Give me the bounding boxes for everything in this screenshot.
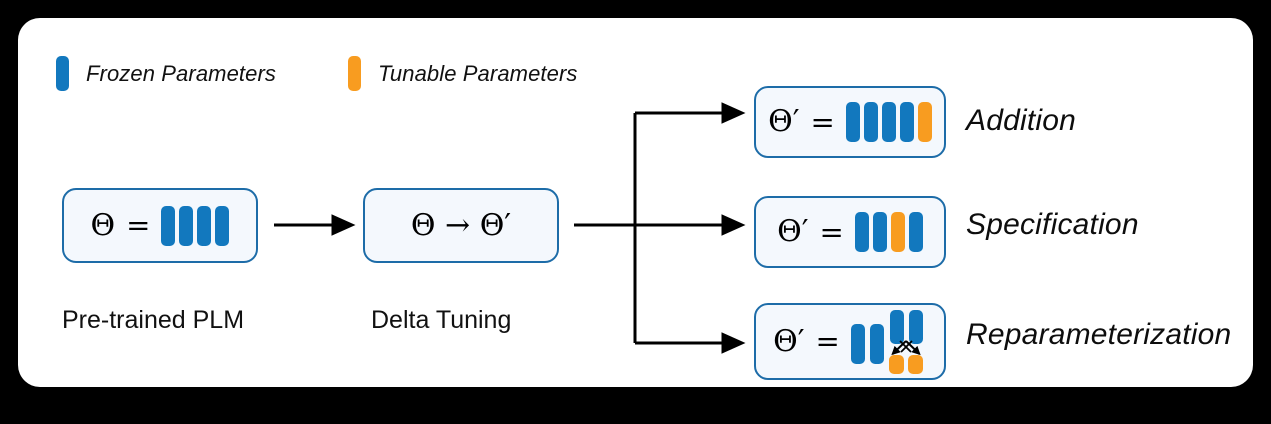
method-label-reparameterization: Reparameterization bbox=[966, 318, 1232, 351]
parameter-bar-frozen bbox=[215, 205, 230, 246]
equals-symbol: = bbox=[126, 208, 151, 242]
legend-item-tunable: Tunable Parameters bbox=[348, 56, 578, 91]
legend-swatch-tunable-icon bbox=[348, 56, 361, 91]
legend-label-tunable: Tunable Parameters bbox=[378, 60, 578, 86]
delta-tuning-box: Θ → Θ′ bbox=[363, 188, 559, 263]
parameter-bar-frozen bbox=[850, 323, 865, 364]
pretrained-plm-equation: Θ = bbox=[90, 205, 230, 246]
parameter-bar-frozen bbox=[908, 212, 923, 252]
equals-symbol: = bbox=[815, 324, 840, 358]
figure-canvas: Frozen Parameters Tunable Parameters Θ =… bbox=[18, 18, 1253, 387]
specification-parameter-bars bbox=[854, 212, 923, 252]
reparameterization-box: Θ′ = bbox=[754, 303, 946, 380]
addition-box: Θ′ = bbox=[754, 86, 946, 158]
parameter-bar-frozen bbox=[889, 309, 904, 344]
plm-parameter-bars bbox=[161, 205, 230, 246]
equals-symbol: = bbox=[819, 214, 844, 249]
theta-prime-symbol: Θ′ bbox=[777, 214, 809, 249]
parameter-bar-frozen bbox=[881, 102, 896, 142]
reparameterization-parameter-bars bbox=[850, 309, 927, 375]
reparameterization-equation: Θ′ = bbox=[773, 309, 927, 375]
legend-item-frozen: Frozen Parameters bbox=[56, 56, 276, 91]
method-label-addition: Addition bbox=[966, 104, 1077, 137]
parameter-bar-frozen bbox=[908, 309, 923, 344]
parameter-bar-tunable bbox=[890, 212, 905, 252]
specification-equation: Θ′ = bbox=[777, 212, 923, 252]
addition-equation: Θ′ = bbox=[768, 102, 932, 142]
theta-to-theta-prime-symbol: Θ → Θ′ bbox=[410, 207, 512, 243]
delta-tuning-equation: Θ → Θ′ bbox=[410, 207, 512, 243]
parameter-bar-frozen bbox=[872, 212, 887, 252]
parameter-bar-frozen bbox=[845, 102, 860, 142]
figure-panel: Frozen Parameters Tunable Parameters Θ =… bbox=[18, 18, 1253, 387]
parameter-bar-tunable-lowrank bbox=[888, 354, 904, 374]
theta-prime-symbol: Θ′ bbox=[768, 104, 800, 139]
parameter-bar-tunable-lowrank bbox=[907, 354, 923, 374]
parameter-bar-frozen bbox=[197, 205, 212, 246]
parameter-bar-frozen bbox=[161, 205, 176, 246]
equals-symbol: = bbox=[810, 104, 835, 139]
pretrained-plm-caption: Pre-trained PLM bbox=[62, 306, 245, 334]
parameter-bar-frozen bbox=[899, 102, 914, 142]
legend-swatch-frozen-icon bbox=[56, 56, 69, 91]
addition-parameter-bars bbox=[845, 102, 932, 142]
theta-symbol: Θ bbox=[90, 207, 116, 243]
parameter-bar-frozen bbox=[179, 205, 194, 246]
specification-box: Θ′ = bbox=[754, 196, 946, 268]
parameter-bar-frozen bbox=[863, 102, 878, 142]
method-label-specification: Specification bbox=[966, 208, 1139, 241]
legend-label-frozen: Frozen Parameters bbox=[86, 60, 276, 86]
theta-prime-symbol: Θ′ bbox=[773, 323, 805, 359]
parameter-bar-tunable bbox=[917, 102, 932, 142]
parameter-bar-frozen bbox=[869, 323, 884, 364]
parameter-bar-frozen bbox=[854, 212, 869, 252]
pretrained-plm-box: Θ = bbox=[62, 188, 258, 263]
low-rank-decomposition-arrows-icon bbox=[891, 339, 921, 355]
delta-tuning-caption: Delta Tuning bbox=[371, 306, 512, 334]
